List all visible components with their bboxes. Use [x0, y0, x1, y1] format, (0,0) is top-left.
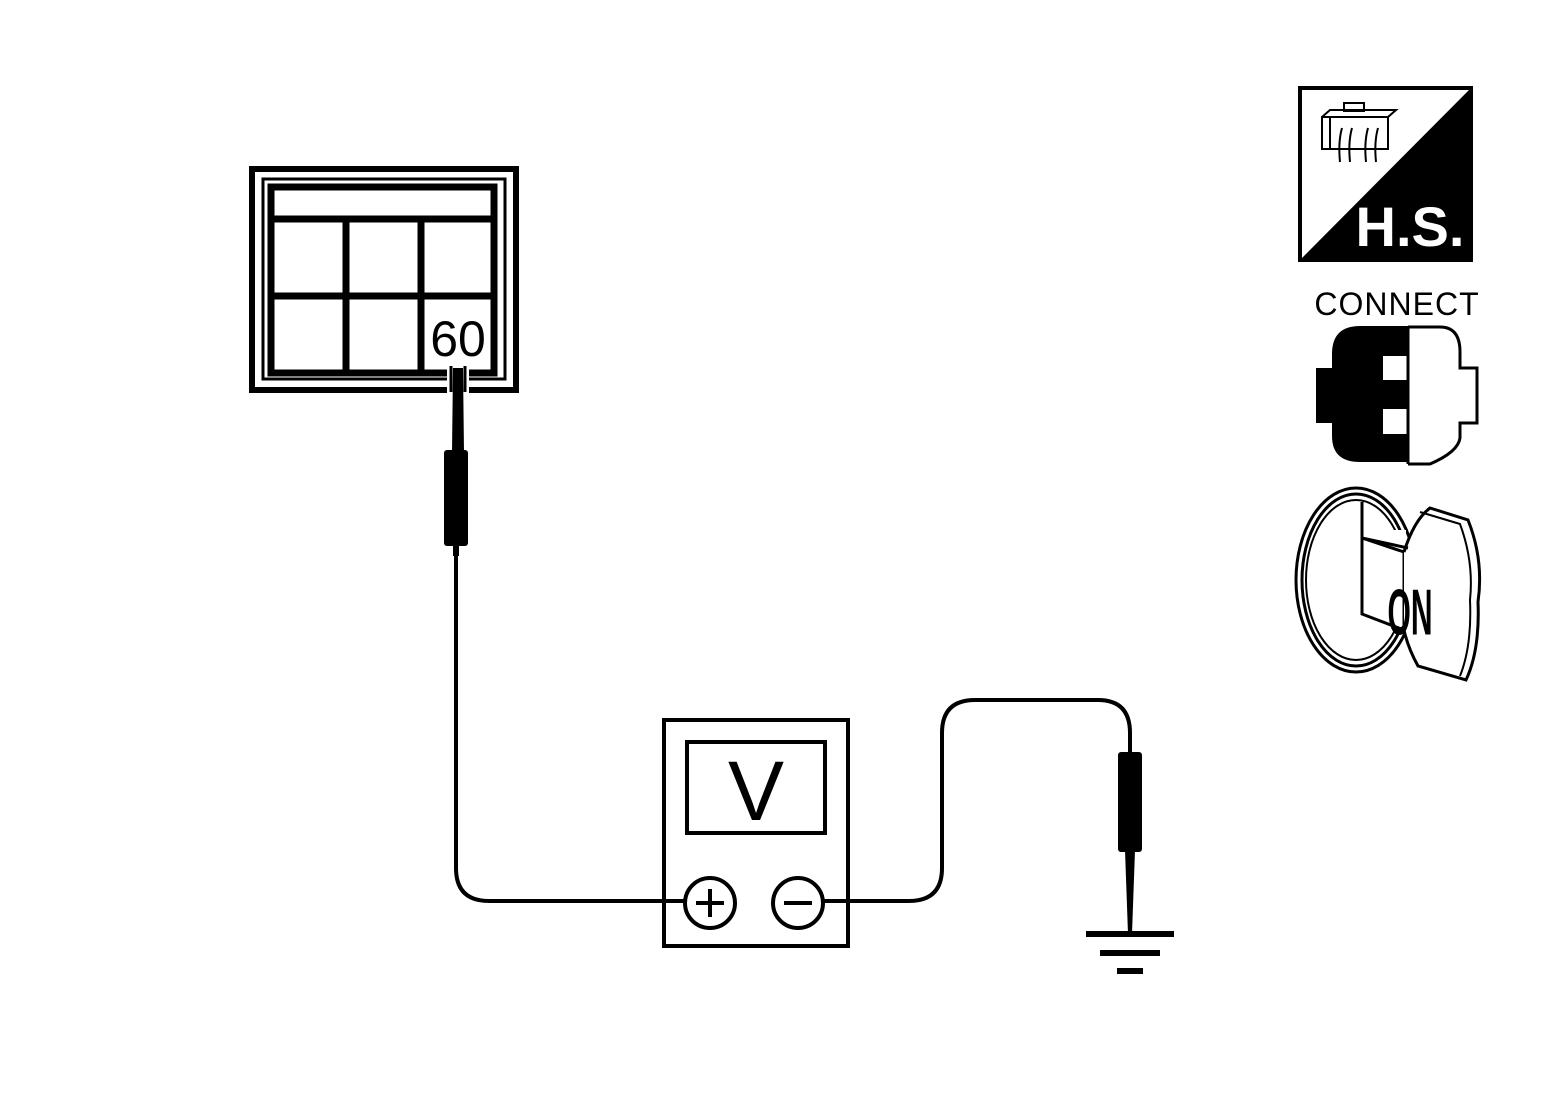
voltmeter: V	[662, 718, 850, 948]
terminal-number: 60	[430, 311, 486, 367]
ignition-on-icon	[1294, 486, 1482, 682]
connector-inner-frame	[261, 177, 507, 381]
connect-label: CONNECT	[1314, 286, 1479, 322]
voltmeter-display	[685, 740, 827, 835]
hs-label: H.S.	[1356, 195, 1465, 258]
positive-probe	[444, 368, 468, 556]
negative-lead	[822, 698, 1132, 903]
ignition-on-label: ON	[1388, 575, 1433, 648]
ground-icon	[1086, 931, 1174, 974]
voltmeter-body	[662, 718, 850, 948]
connector-cavity-grid	[267, 183, 498, 377]
harness-side-icon: H.S.	[1298, 86, 1473, 262]
connect-connector-icon	[1316, 325, 1479, 466]
negative-probe	[1118, 752, 1142, 934]
voltmeter-symbol: V	[728, 744, 784, 838]
harness-connector	[249, 166, 519, 394]
connector-outer-frame	[249, 166, 519, 393]
positive-lead	[454, 546, 686, 903]
